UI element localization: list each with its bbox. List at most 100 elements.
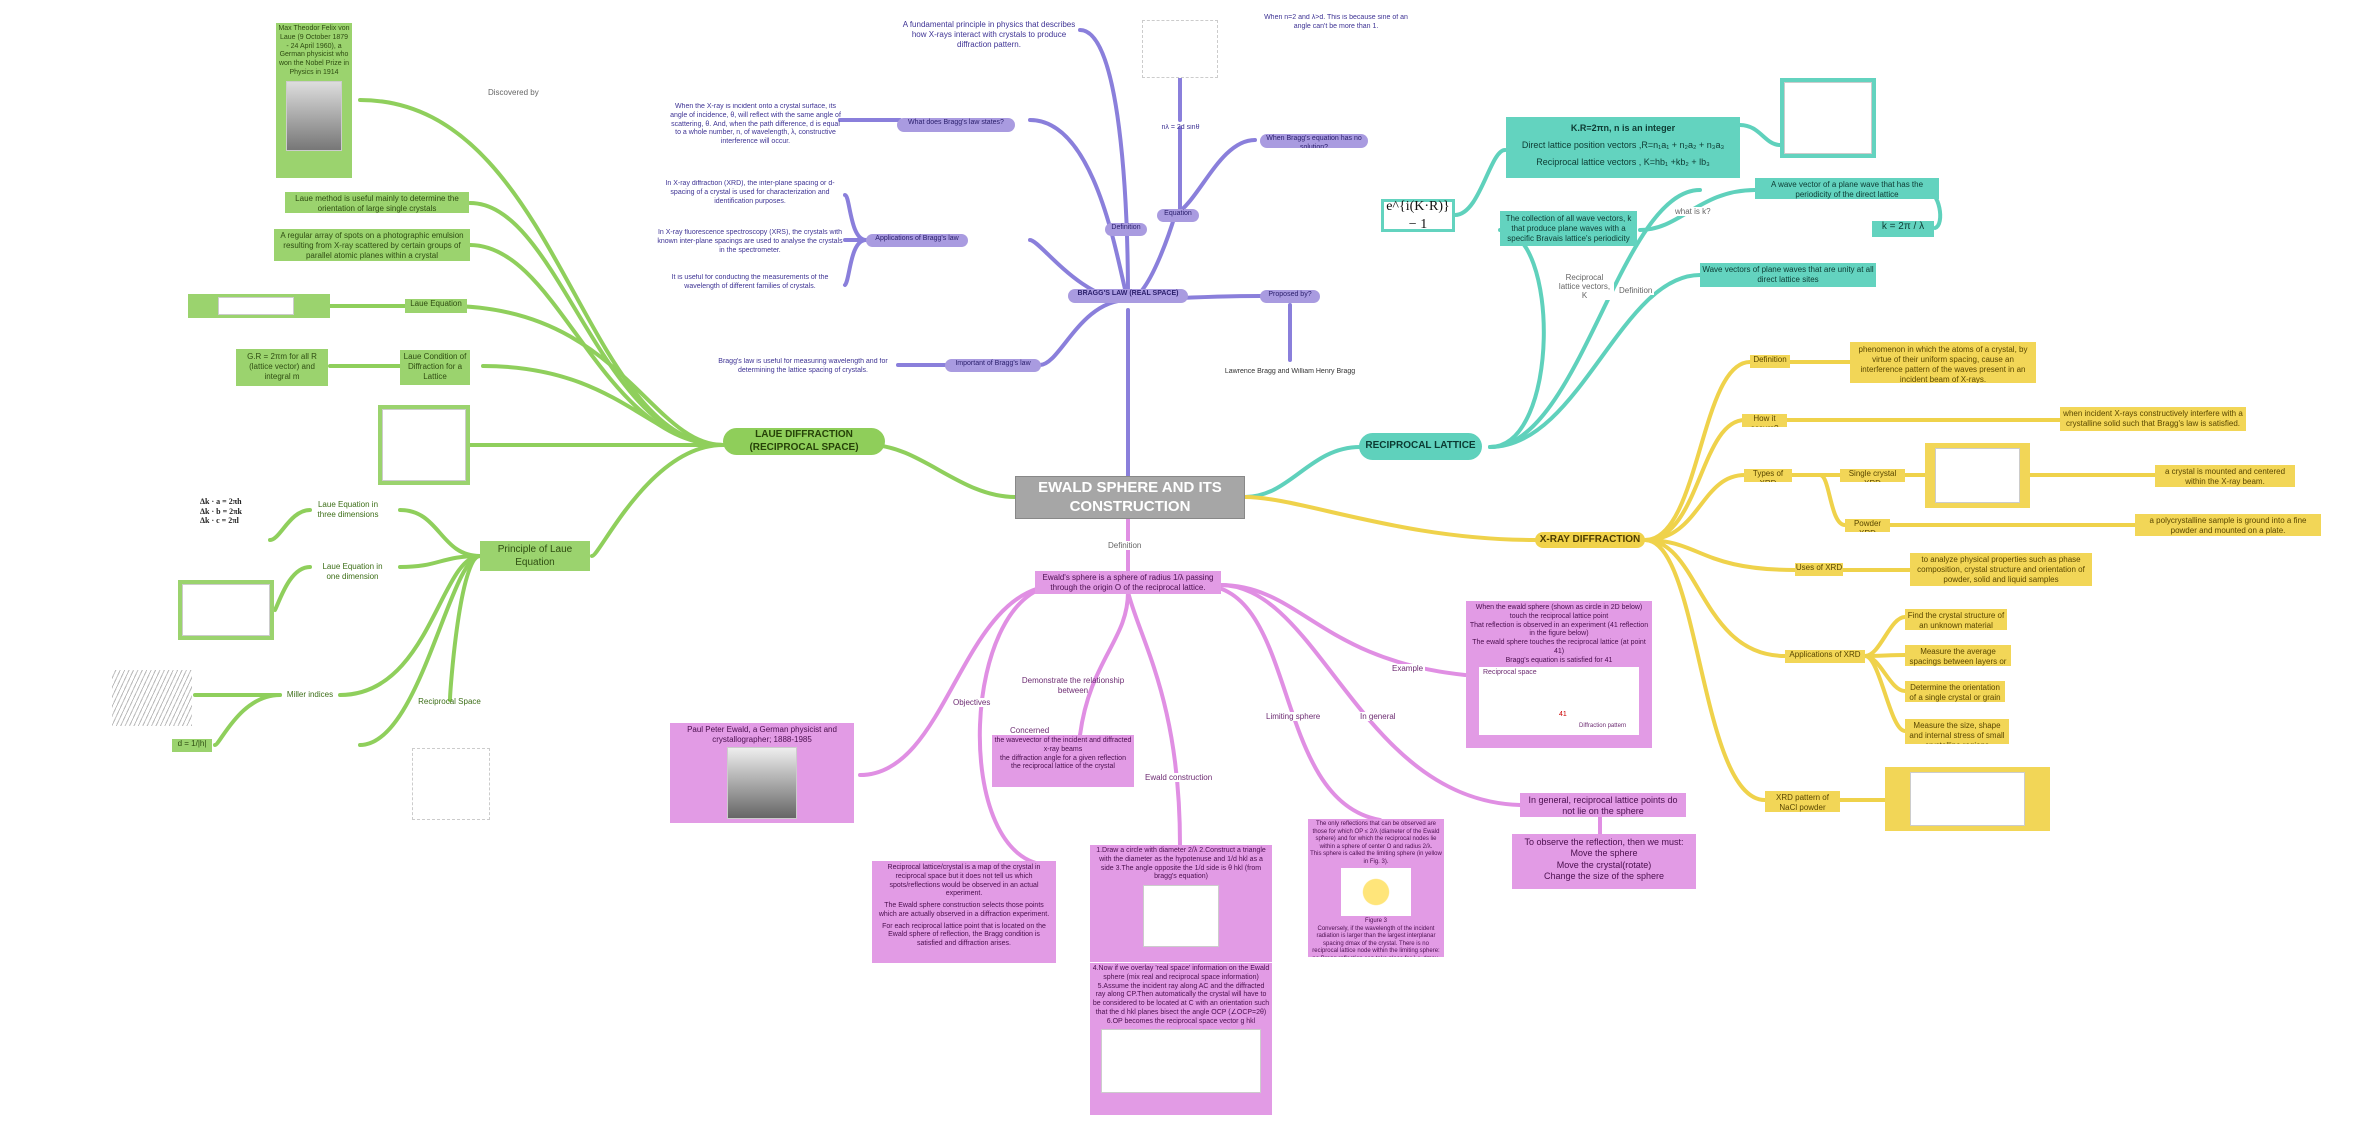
bragg-no-solution-node[interactable]: When Bragg's equation has no solution?	[1260, 134, 1368, 148]
single-crystal-node[interactable]: Single crystal XRD	[1840, 469, 1905, 482]
example-point-label: 41	[1559, 711, 1567, 719]
bragg-diagram-image	[1142, 20, 1218, 78]
steps-b-text: 4.Now if we overlay 'real space' informa…	[1092, 965, 1270, 1025]
relation-3: the reciprocal lattice of the crystal	[1011, 763, 1115, 771]
wave-vector-collection-node[interactable]: The collection of all wave vectors, k th…	[1500, 211, 1637, 246]
xrd-definition-node[interactable]: Definition	[1750, 355, 1790, 368]
xrd-how-node[interactable]: How it occurs?	[1742, 414, 1787, 427]
laue-equation-image	[188, 294, 330, 318]
ewald-relationship-node[interactable]: the wavevector of the incident and diffr…	[992, 735, 1134, 787]
example-4: Bragg's equation is satisfied for 41	[1505, 656, 1613, 664]
ewald-example-node[interactable]: When the ewald sphere (shown as circle i…	[1466, 601, 1652, 748]
ewald-objectives-node[interactable]: Reciprocal lattice/crystal is a map of t…	[872, 861, 1056, 963]
observe-node[interactable]: To observe the reflection, then we must:…	[1512, 834, 1696, 889]
xrd-pattern-node[interactable]: XRD pattern of NaCl powder	[1765, 791, 1840, 812]
miller-pattern-image	[112, 670, 192, 726]
xray-diffraction-node[interactable]: X-RAY DIFFRACTION	[1535, 532, 1645, 548]
objectives-label: Objectives	[951, 698, 993, 707]
ewald-person-node[interactable]: Paul Peter Ewald, a German physicist and…	[670, 723, 854, 823]
reciprocal-lattice-node[interactable]: RECIPROCAL LATTICE	[1359, 433, 1482, 460]
recip-vectors-label: Reciprocal lattice vectors, K	[1555, 273, 1614, 300]
laue-diagram-node	[378, 405, 470, 485]
central-topic[interactable]: EWALD SPHERE AND ITS CONSTRUCTION	[1015, 476, 1245, 519]
reciprocal-vectors-box[interactable]: K.R=2πn, n is an integer Direct lattice …	[1506, 117, 1740, 178]
steps-a-text: 1.Draw a circle with diameter 2/λ 2.Cons…	[1096, 847, 1266, 881]
bragg-equation-node[interactable]: Equation	[1157, 209, 1199, 222]
max-von-laue-text: Max Theodor Felix von Laue (9 October 18…	[278, 25, 350, 76]
max-von-laue-portrait	[286, 80, 342, 151]
bragg-definition-node[interactable]: Definition	[1105, 223, 1147, 236]
central-title: EWALD SPHERE AND ITS CONSTRUCTION	[1038, 478, 1222, 515]
change-size: Change the size of the sphere	[1543, 870, 1665, 881]
xrd-apps-node[interactable]: Applications of XRD	[1785, 650, 1865, 663]
direct-lattice-text: Direct lattice position vectors ,R=n₁a₁ …	[1521, 140, 1725, 151]
xrd-app1-node[interactable]: Find the crystal structure of an unknown…	[1905, 609, 2007, 630]
limiting-sphere-node[interactable]: The only reflections that can be observe…	[1308, 819, 1444, 957]
move-sphere: Move the sphere	[1570, 848, 1638, 859]
principle-laue-node[interactable]: Principle of Laue Equation	[480, 541, 590, 571]
xrd-uses-text[interactable]: to analyze physical properties such as p…	[1910, 553, 2092, 586]
steps-a-diagram	[1143, 885, 1219, 947]
bragg-important-node[interactable]: Important of Bragg's law	[945, 359, 1041, 372]
ewald-steps-b[interactable]: 4.Now if we overlay 'real space' informa…	[1090, 963, 1272, 1115]
reciprocal-basis-image	[1780, 78, 1876, 158]
limiting-text-2: This sphere is called the limiting spher…	[1310, 851, 1442, 865]
ewald-person-text: Paul Peter Ewald, a German physicist and…	[687, 725, 837, 744]
regular-array-node[interactable]: A regular array of spots on a photograph…	[274, 229, 470, 261]
bragg-what-node[interactable]: What does Bragg's law states?	[897, 118, 1015, 132]
xrd-app2-node[interactable]: Measure the average spacings between lay…	[1905, 645, 2011, 666]
xrd-types-node[interactable]: Types of XRD	[1744, 469, 1792, 482]
demonstrate-label: Demonstrate the relationship between	[1021, 676, 1125, 695]
xrd-how-text[interactable]: when incident X-rays constructively inte…	[2060, 407, 2246, 431]
general-text-node[interactable]: In general, reciprocal lattice points do…	[1520, 793, 1686, 817]
bragg-law-node[interactable]: BRAGG'S LAW (REAL SPACE)	[1068, 289, 1188, 303]
powder-xrd-node[interactable]: Powder XRD	[1845, 519, 1890, 532]
center-definition-label: Definition	[1106, 541, 1144, 550]
k-formula-node[interactable]: k = 2π / λ	[1872, 221, 1934, 237]
wave-vector-def-node[interactable]: A wave vector of a plane wave that has t…	[1755, 178, 1939, 199]
example-pattern-label: Diffraction pattern	[1579, 723, 1627, 730]
figure3-caption: Figure 3	[1364, 918, 1387, 924]
reciprocal-vectors-text: Reciprocal lattice vectors , K=hb₁ +kb₂ …	[1536, 157, 1710, 168]
ewald-steps-a[interactable]: 1.Draw a circle with diameter 2/λ 2.Cons…	[1090, 845, 1272, 962]
exp-formula: e^{i(K·R)} − 1	[1384, 199, 1452, 232]
ewald-construction-label: Ewald construction	[1143, 773, 1215, 782]
limiting-sphere-label: Limiting sphere	[1264, 712, 1323, 721]
bragg-proposed-node[interactable]: Proposed by?	[1260, 290, 1320, 303]
laue-equation-node[interactable]: Laue Equation	[405, 299, 467, 313]
gr-condition-node[interactable]: G.R = 2πm for all R (lattice vector) and…	[236, 349, 328, 386]
example-figure: Reciprocal space 41 Diffraction pattern	[1479, 667, 1639, 736]
miller-indices-label: Miller indices	[286, 690, 334, 699]
powder-xrd-text[interactable]: a polycrystalline sample is ground into …	[2135, 514, 2321, 536]
laue-3d-label: Laue Equation in three dimensions	[317, 500, 379, 519]
steps-b-diagram	[1101, 1029, 1261, 1094]
xrd-app3-node[interactable]: Determine the orientation of a single cr…	[1905, 681, 2005, 702]
laue-eq-c: Δk · c = 2πl	[200, 516, 239, 526]
laue-1d-diagram	[178, 580, 274, 640]
ewald-portrait	[727, 747, 797, 819]
recip-definition-label: Definition	[1617, 286, 1655, 295]
relation-2: the diffraction angle for a given reflec…	[1000, 754, 1126, 762]
laue-eq-b: Δk · b = 2πk	[200, 506, 242, 516]
bragg-what-text: When the X-ray is incident onto a crysta…	[670, 103, 841, 145]
objective-1: Reciprocal lattice/crystal is a map of t…	[887, 864, 1041, 898]
single-crystal-text[interactable]: a crystal is mounted and centered within…	[2155, 465, 2295, 487]
laue-condition-node[interactable]: Laue Condition of Diffraction for a Latt…	[400, 350, 470, 385]
discovered-by-label: Discovered by	[486, 88, 541, 97]
ewald-sphere-definition[interactable]: Ewald's sphere is a sphere of radius 1/λ…	[1035, 571, 1221, 594]
xrd-app4-node[interactable]: Measure the size, shape and internal str…	[1905, 719, 2009, 744]
xrd-uses-node[interactable]: Uses of XRD	[1795, 563, 1843, 576]
laue-1d-label: Laue Equation in one dimension	[322, 562, 383, 581]
in-general-label: In general	[1358, 712, 1398, 721]
example-space-label: Reciprocal space	[1483, 669, 1537, 677]
xrd-definition-text[interactable]: phenomenon in which the atoms of a cryst…	[1850, 342, 2036, 383]
laue-diffraction-node[interactable]: LAUE DIFFRACTION (RECIPROCAL SPACE)	[723, 428, 885, 455]
max-von-laue-node[interactable]: Max Theodor Felix von Laue (9 October 18…	[276, 23, 352, 178]
d-formula-node[interactable]: d = 1/|h|	[172, 739, 212, 752]
bragg-app1-text: In X-ray diffraction (XRD), the inter-pl…	[665, 180, 835, 205]
bragg-applications-node[interactable]: Applications of Bragg's law	[866, 234, 968, 247]
laue-method-node[interactable]: Laue method is useful mainly to determin…	[285, 192, 469, 213]
wave-vectors-unity-node[interactable]: Wave vectors of plane waves that are uni…	[1700, 263, 1876, 287]
laue-eq-a: Δk · a = 2πh	[200, 497, 242, 506]
